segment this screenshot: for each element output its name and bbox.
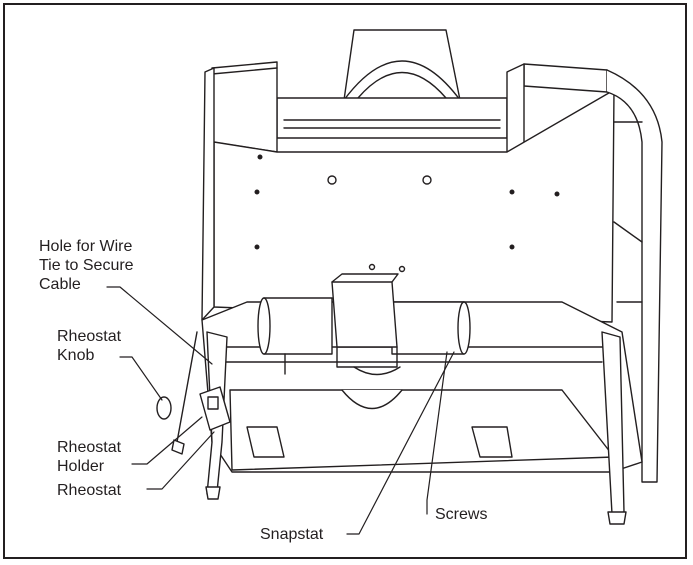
label-rheostat-knob: Rheostat Knob: [57, 328, 122, 364]
stove-assembly-drawing: [106, 29, 663, 535]
diagram-frame: Hole for Wire Tie to Secure Cable Rheost…: [3, 3, 687, 559]
rheostat-parts: [156, 386, 231, 431]
leader-lines: [106, 286, 455, 535]
label-snapstat: Snapstat: [260, 526, 324, 543]
label-rheostat: Rheostat: [57, 482, 122, 499]
base-tray: [201, 301, 643, 473]
back-panel: [201, 67, 663, 483]
label-hole-wire-tie: Hole for Wire Tie to Secure Cable: [39, 238, 134, 293]
label-screws: Screws: [435, 506, 488, 523]
vent-hood: [276, 29, 508, 139]
blower-assembly: [257, 273, 471, 376]
label-rheostat-holder: Rheostat Holder: [57, 439, 122, 475]
